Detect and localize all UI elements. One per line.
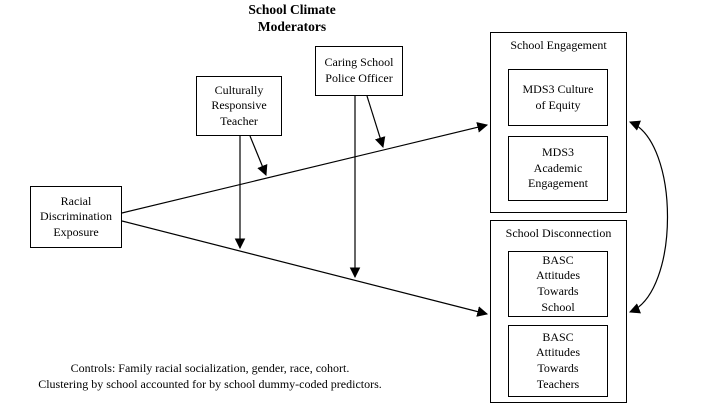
indicator-box-mds3-academic-engagement: MDS3 Academic Engagement (508, 136, 608, 201)
indicator-box-basc-attitudes-towards-teachers: BASC Attitudes Towards Teachers (508, 325, 608, 397)
arrow-correlation-engagement-disconnection (628, 120, 668, 314)
outcome-group-school-disconnection: School Disconnection BASC Attitudes Towa… (490, 220, 627, 403)
moderator-officer-label: Caring School Police Officer (324, 55, 394, 85)
predictor-label: Racial Discrimination Exposure (40, 193, 112, 239)
indicator-box-basc-attitudes-towards-school: BASC Attitudes Towards School (508, 251, 608, 317)
footnote-controls: Controls: Family racial socialization, g… (70, 361, 350, 375)
outcome-group-school-engagement: School Engagement MDS3 Culture of Equity… (490, 32, 627, 213)
arrow-predictor-to-disconnection (121, 220, 489, 317)
diagram-title-line1: School Climate (248, 2, 336, 17)
arrow-teacher-to-upper-path (249, 135, 268, 176)
indicator-label: MDS3 Culture of Equity (522, 81, 594, 112)
predictor-box-racial-discrimination: Racial Discrimination Exposure (30, 186, 122, 248)
school-engagement-title: School Engagement (510, 38, 607, 52)
moderator-teacher-label: Culturally Responsive Teacher (211, 82, 267, 128)
moderator-box-caring-school-police-officer: Caring School Police Officer (315, 46, 403, 96)
indicator-label: BASC Attitudes Towards Teachers (536, 329, 580, 391)
arrow-officer-to-upper-path (366, 95, 386, 149)
indicator-label: MDS3 Academic Engagement (528, 145, 588, 191)
footnotes: Controls: Family racial socialization, g… (0, 360, 420, 392)
indicator-box-mds3-culture-of-equity: MDS3 Culture of Equity (508, 69, 608, 126)
diagram-title-line2: Moderators (257, 18, 327, 34)
indicator-label: BASC Attitudes Towards School (536, 252, 580, 314)
arrow-predictor-to-engagement (121, 122, 489, 214)
school-disconnection-title: School Disconnection (505, 226, 612, 240)
footnote-clustering: Clustering by school accounted for by sc… (38, 377, 382, 392)
diagram-title: School Climate Moderators (192, 2, 392, 36)
moderator-box-culturally-responsive-teacher: Culturally Responsive Teacher (196, 76, 282, 136)
